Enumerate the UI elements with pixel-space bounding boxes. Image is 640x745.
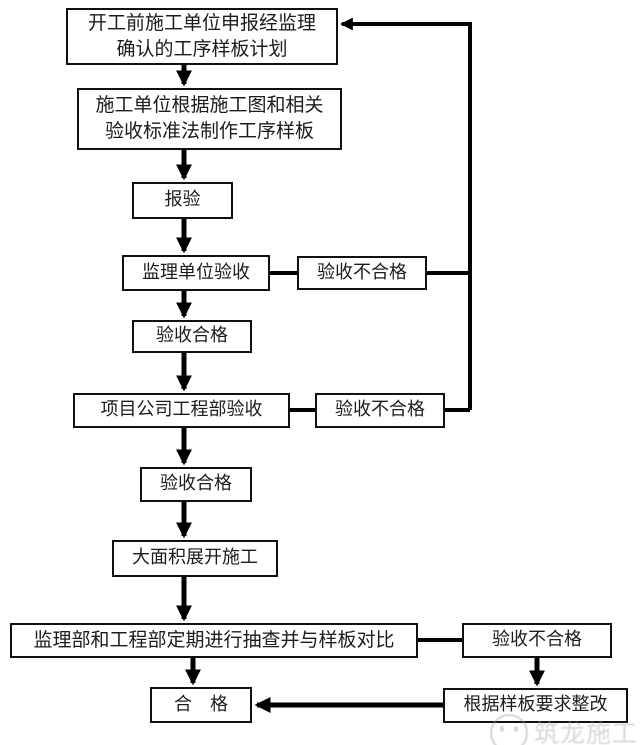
node-rectify-per-sample: 根据样板要求整改: [443, 688, 628, 723]
node-acceptance-pass-2: 验收合格: [140, 467, 252, 502]
node-periodic-spot-check: 监理部和工程部定期进行抽查并与样板对比: [10, 623, 418, 658]
node-make-process-sample: 施工单位根据施工图和相关 验收标准法制作工序样板: [77, 88, 342, 150]
node-acceptance-fail-3: 验收不合格: [462, 623, 612, 658]
node-qualified: 合 格: [150, 687, 252, 723]
node-submit-inspection: 报验: [132, 182, 233, 219]
node-project-dept-acceptance: 项目公司工程部验收: [73, 393, 290, 428]
node-declare-sample-plan: 开工前施工单位申报经监理 确认的工序样板计划: [66, 8, 338, 65]
edge-loop-to-start: [340, 17, 472, 410]
node-full-scale-construction: 大面积展开施工: [112, 540, 278, 577]
node-acceptance-fail-2: 验收不合格: [315, 393, 445, 428]
node-supervisor-acceptance: 监理单位验收: [122, 255, 270, 291]
node-acceptance-fail-1: 验收不合格: [297, 256, 427, 290]
node-acceptance-pass-1: 验收合格: [132, 320, 252, 353]
